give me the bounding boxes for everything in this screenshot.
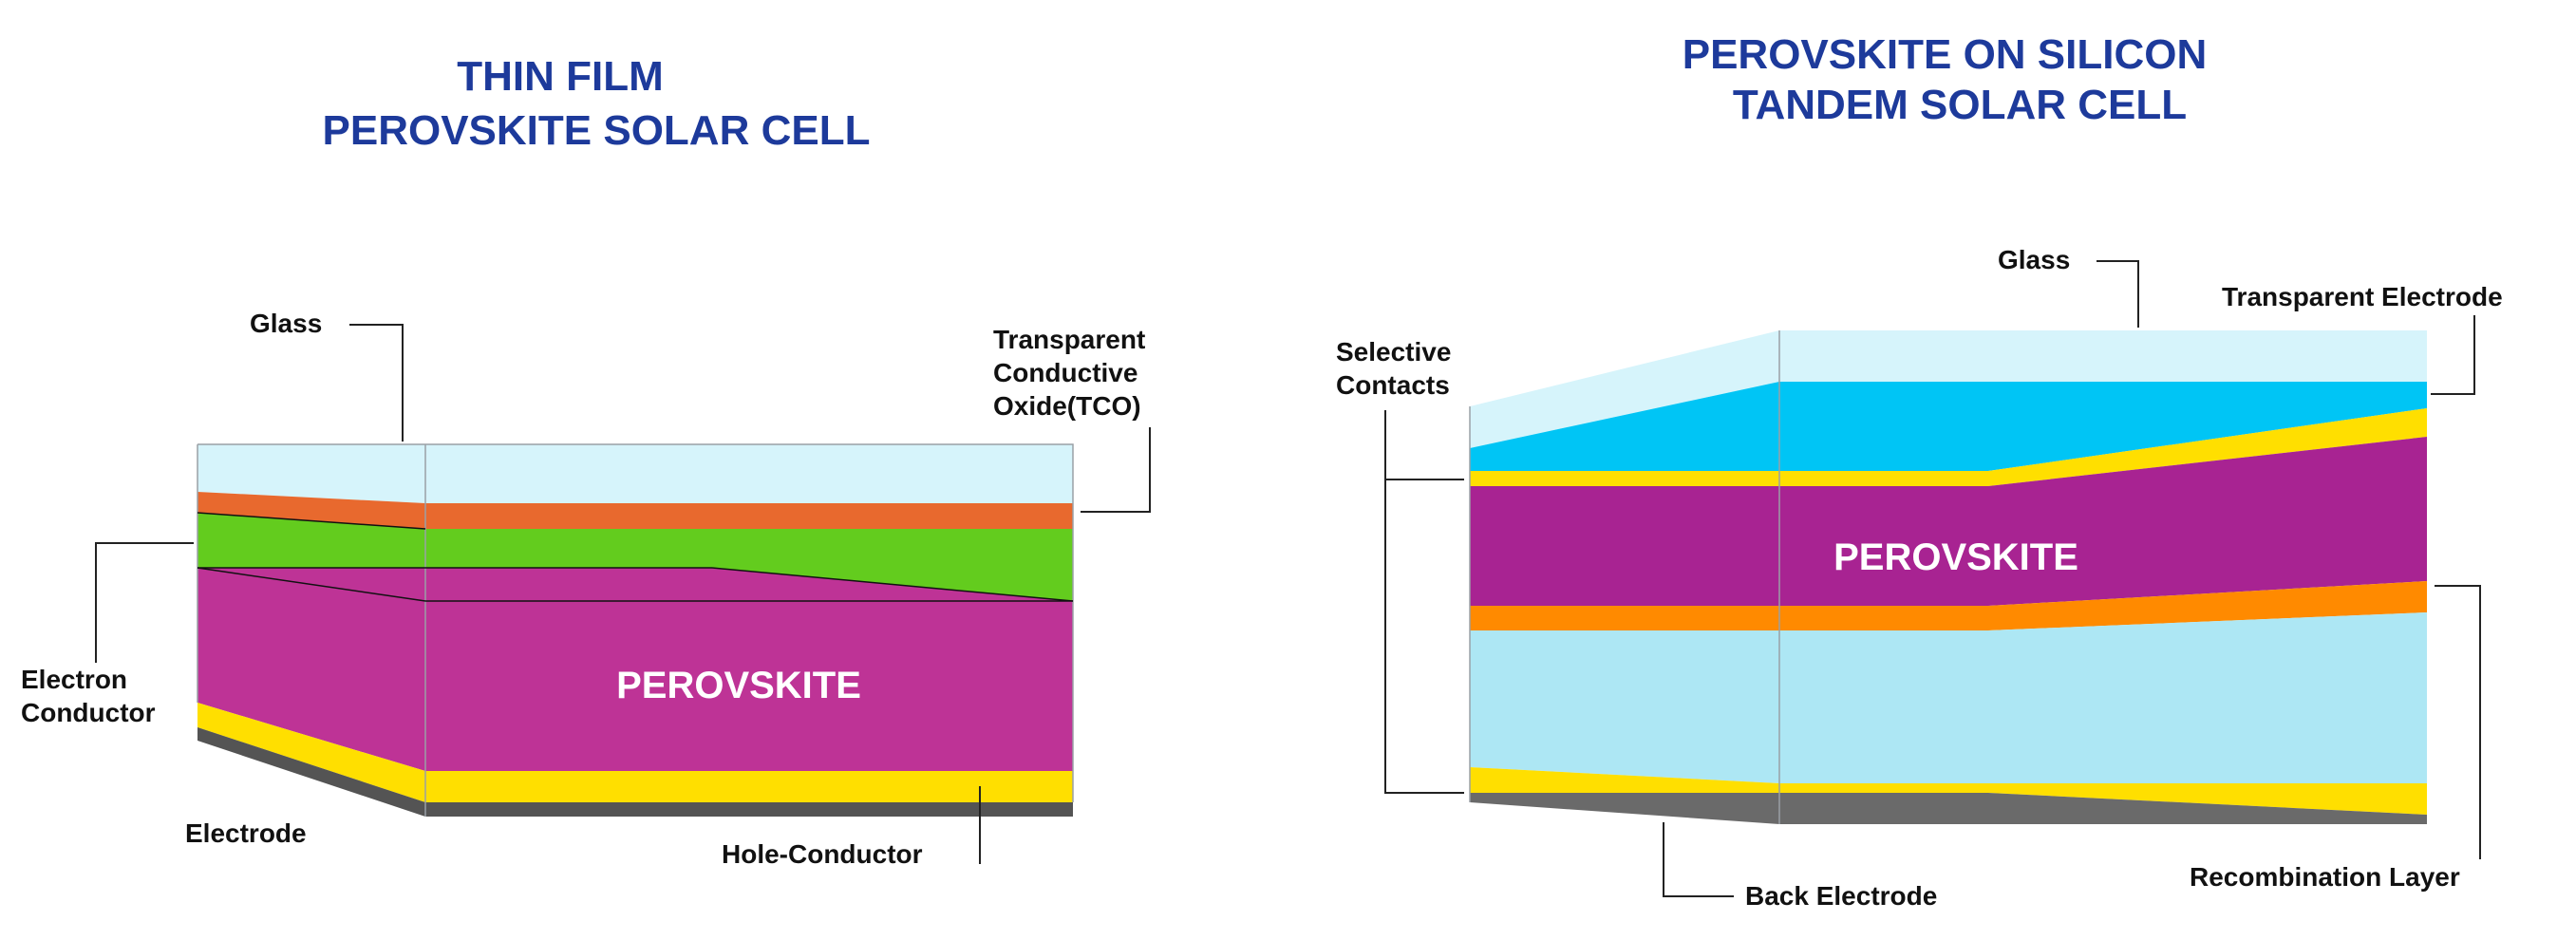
electron-top-line	[197, 512, 426, 530]
electron-leader	[95, 542, 194, 663]
left-title-line2: PEROVSKITE SOLAR CELL	[323, 107, 871, 154]
left-title-line1: THIN FILM	[457, 53, 664, 100]
right-perovskite-label: PEROVSKITE	[1833, 536, 2078, 578]
tandem-glass-leader	[2097, 260, 2139, 328]
selective-leader	[1384, 410, 1464, 794]
thin-film-cell: THIN FILM PEROVSKITE SOLAR CELL PEROVSKI…	[21, 53, 1151, 869]
selective-label-line2: Contacts	[1336, 370, 1450, 400]
tco-layer	[197, 492, 1073, 529]
recombination-leader	[2435, 585, 2481, 859]
back-electrode-leader	[1663, 822, 1734, 897]
transparent-electrode-label: Transparent Electrode	[2222, 282, 2503, 311]
perovskite-layer	[197, 568, 1073, 771]
glass-layer	[197, 444, 1073, 503]
glass-label: Glass	[250, 309, 322, 338]
tandem-back-electrode	[1470, 793, 2427, 824]
tandem-glass-layer	[1470, 330, 2427, 448]
electrode-label: Electrode	[185, 818, 307, 848]
tco-label-line1: Transparent	[993, 325, 1145, 354]
right-title-line2: TANDEM SOLAR CELL	[1733, 82, 2187, 128]
tco-label-line2: Conductive	[993, 358, 1138, 387]
transparent-electrode-leader	[2431, 315, 2475, 395]
back-electrode-label: Back Electrode	[1745, 881, 1937, 911]
tandem-silicon-layer	[1470, 612, 2427, 783]
tco-leader	[1081, 427, 1151, 513]
tandem-transparent-electrode	[1470, 382, 2427, 471]
tandem-cell: PEROVSKITE ON SILICON TANDEM SOLAR CELL …	[1336, 31, 2503, 911]
gray-electrode-layer	[197, 727, 1073, 817]
hole-conductor-label: Hole-Conductor	[722, 839, 923, 869]
left-box-edge-top	[197, 443, 1074, 802]
left-perovskite-label: PEROVSKITE	[616, 665, 861, 706]
electron-label-line2: Conductor	[21, 698, 156, 727]
tandem-recombination-layer	[1470, 581, 2427, 630]
yellow-electrode-layer	[197, 703, 1073, 802]
tandem-glass-label: Glass	[1998, 245, 2070, 274]
tandem-upper-contact	[1470, 408, 2427, 486]
recombination-label: Recombination Layer	[2190, 862, 2460, 892]
electron-label-line1: Electron	[21, 665, 127, 694]
right-title-line1: PEROVSKITE ON SILICON	[1683, 31, 2208, 78]
glass-leader	[349, 324, 404, 442]
tandem-lower-contact	[1470, 767, 2427, 815]
tandem-perovskite-layer	[1470, 437, 2427, 606]
perovskite-back-line	[197, 567, 426, 602]
selective-label-line1: Selective	[1336, 337, 1451, 367]
electron-conductor-layer	[197, 513, 1073, 601]
tco-label-line3: Oxide(TCO)	[993, 391, 1141, 421]
perovskite-slope-line	[711, 567, 1074, 602]
